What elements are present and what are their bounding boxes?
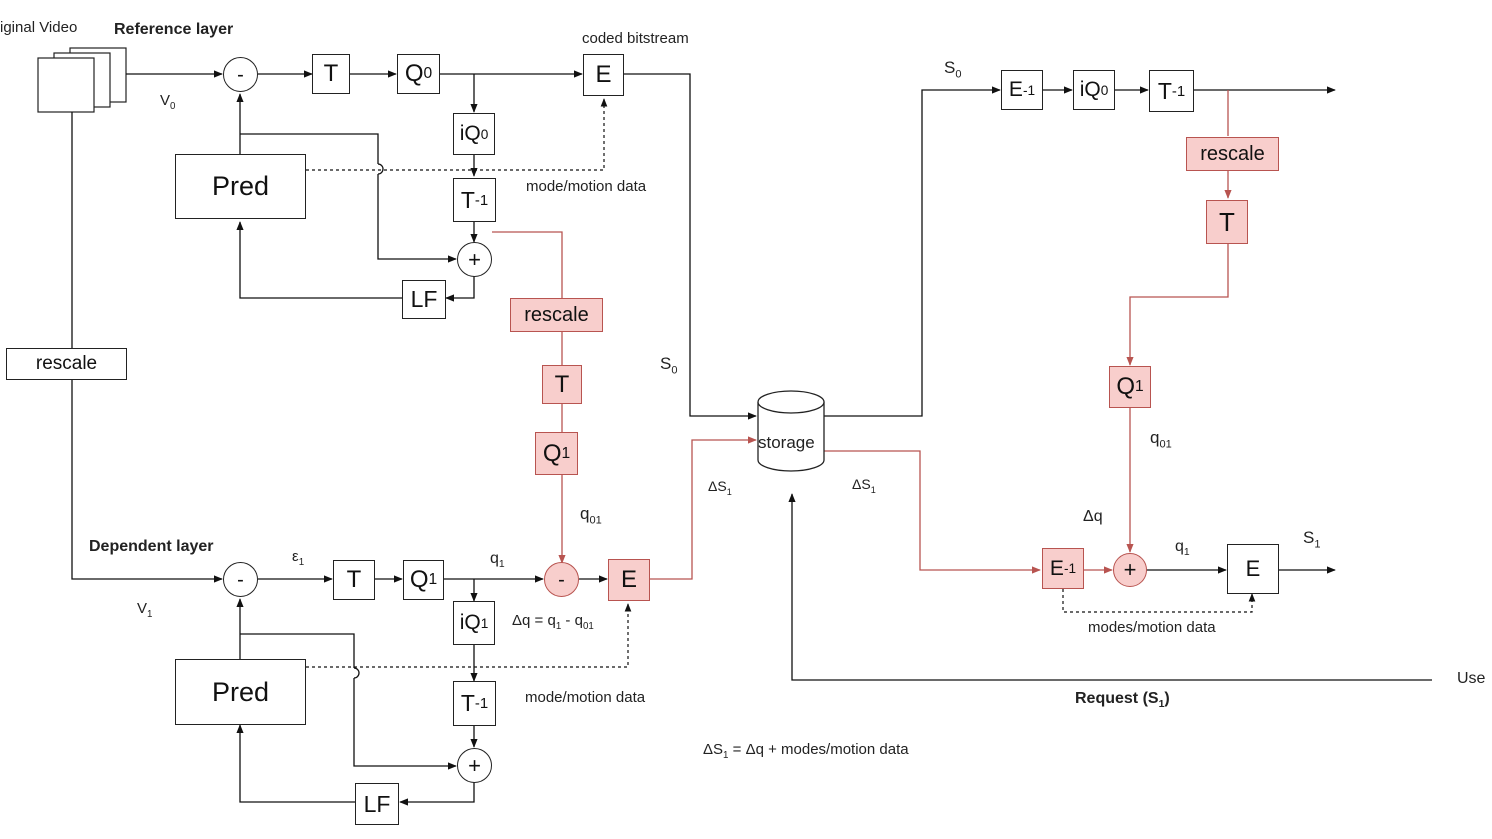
dec-inverse-transform-block: T-1 [1149,70,1194,112]
dep-prediction-block: Pred [175,659,306,725]
enc-transform-block: T [542,365,582,404]
black-connectors [71,70,1432,806]
ref-encoder-block: E [583,54,624,96]
ref-transform-block: T [312,54,350,94]
q1-label: q1 [490,550,505,571]
coded-bitstream-label: coded bitstream [582,30,689,47]
reference-layer-title: Reference layer [114,21,234,38]
mode-motion-dep-label: mode/motion data [525,689,646,706]
input-rescale-block: rescale [6,348,127,380]
red-connectors [492,90,1232,580]
dec-rescale-block: rescale [1186,137,1279,171]
original-video-icon [37,47,127,113]
ref-inverse-transform-block: T-1 [453,178,496,222]
ds1-equation-label: ΔS1 = Δq + modes/motion data [703,741,909,761]
dep-subtract-q01-node: - [544,562,579,597]
dep-loop-filter-block: LF [355,783,399,825]
user-label: Use [1457,670,1486,687]
v1-label: V1 [137,600,153,620]
q01-right-label: q01 [1150,428,1172,451]
dq-equation-label: Δq = q1 - q01 [512,612,594,632]
dec-add-node: + [1113,553,1147,587]
dec-entropy-decoder-s1-block: E-1 [1042,548,1084,589]
ref-add-node: + [457,242,492,277]
s0-left-label: S0 [660,354,678,377]
ref-prediction-block: Pred [175,154,306,219]
original-video-label: iginal Video [0,19,78,36]
enc-rescale-block: rescale [510,298,603,332]
ref-loop-filter-block: LF [402,280,446,319]
dep-add-node: + [457,748,492,783]
delta-s1-left-label: ΔS1 [708,478,732,497]
request-s1-label: Request (S1) [1075,690,1170,711]
delta-q-label: Δq [1083,508,1103,525]
q01-left-label: q01 [580,504,602,527]
dep-encoder-block: E [608,559,650,601]
dependent-layer-title: Dependent layer [89,538,214,555]
mode-motion-ref-label: mode/motion data [526,178,647,195]
epsilon1-label: ε1 [292,548,305,568]
dep-inverse-transform-block: T-1 [453,681,496,726]
delta-s1-right-label: ΔS1 [852,476,876,495]
ref-subtract-node: - [223,57,258,92]
dec-encoder-block: E [1227,544,1279,594]
storage-label: storage [758,433,815,452]
dec-transform-block: T [1206,200,1248,244]
modes-motion-dec-label: modes/motion data [1088,619,1216,636]
dep-transform-block: T [333,560,375,600]
storage-cylinder [757,390,825,472]
dec-entropy-decoder-block: E-1 [1001,70,1043,110]
dep-subtract-node: - [223,562,258,597]
v0-label: V0 [160,92,176,112]
s1-label: S1 [1303,528,1321,551]
q1-right-label: q1 [1175,538,1190,559]
s0-right-label: S0 [944,58,962,81]
